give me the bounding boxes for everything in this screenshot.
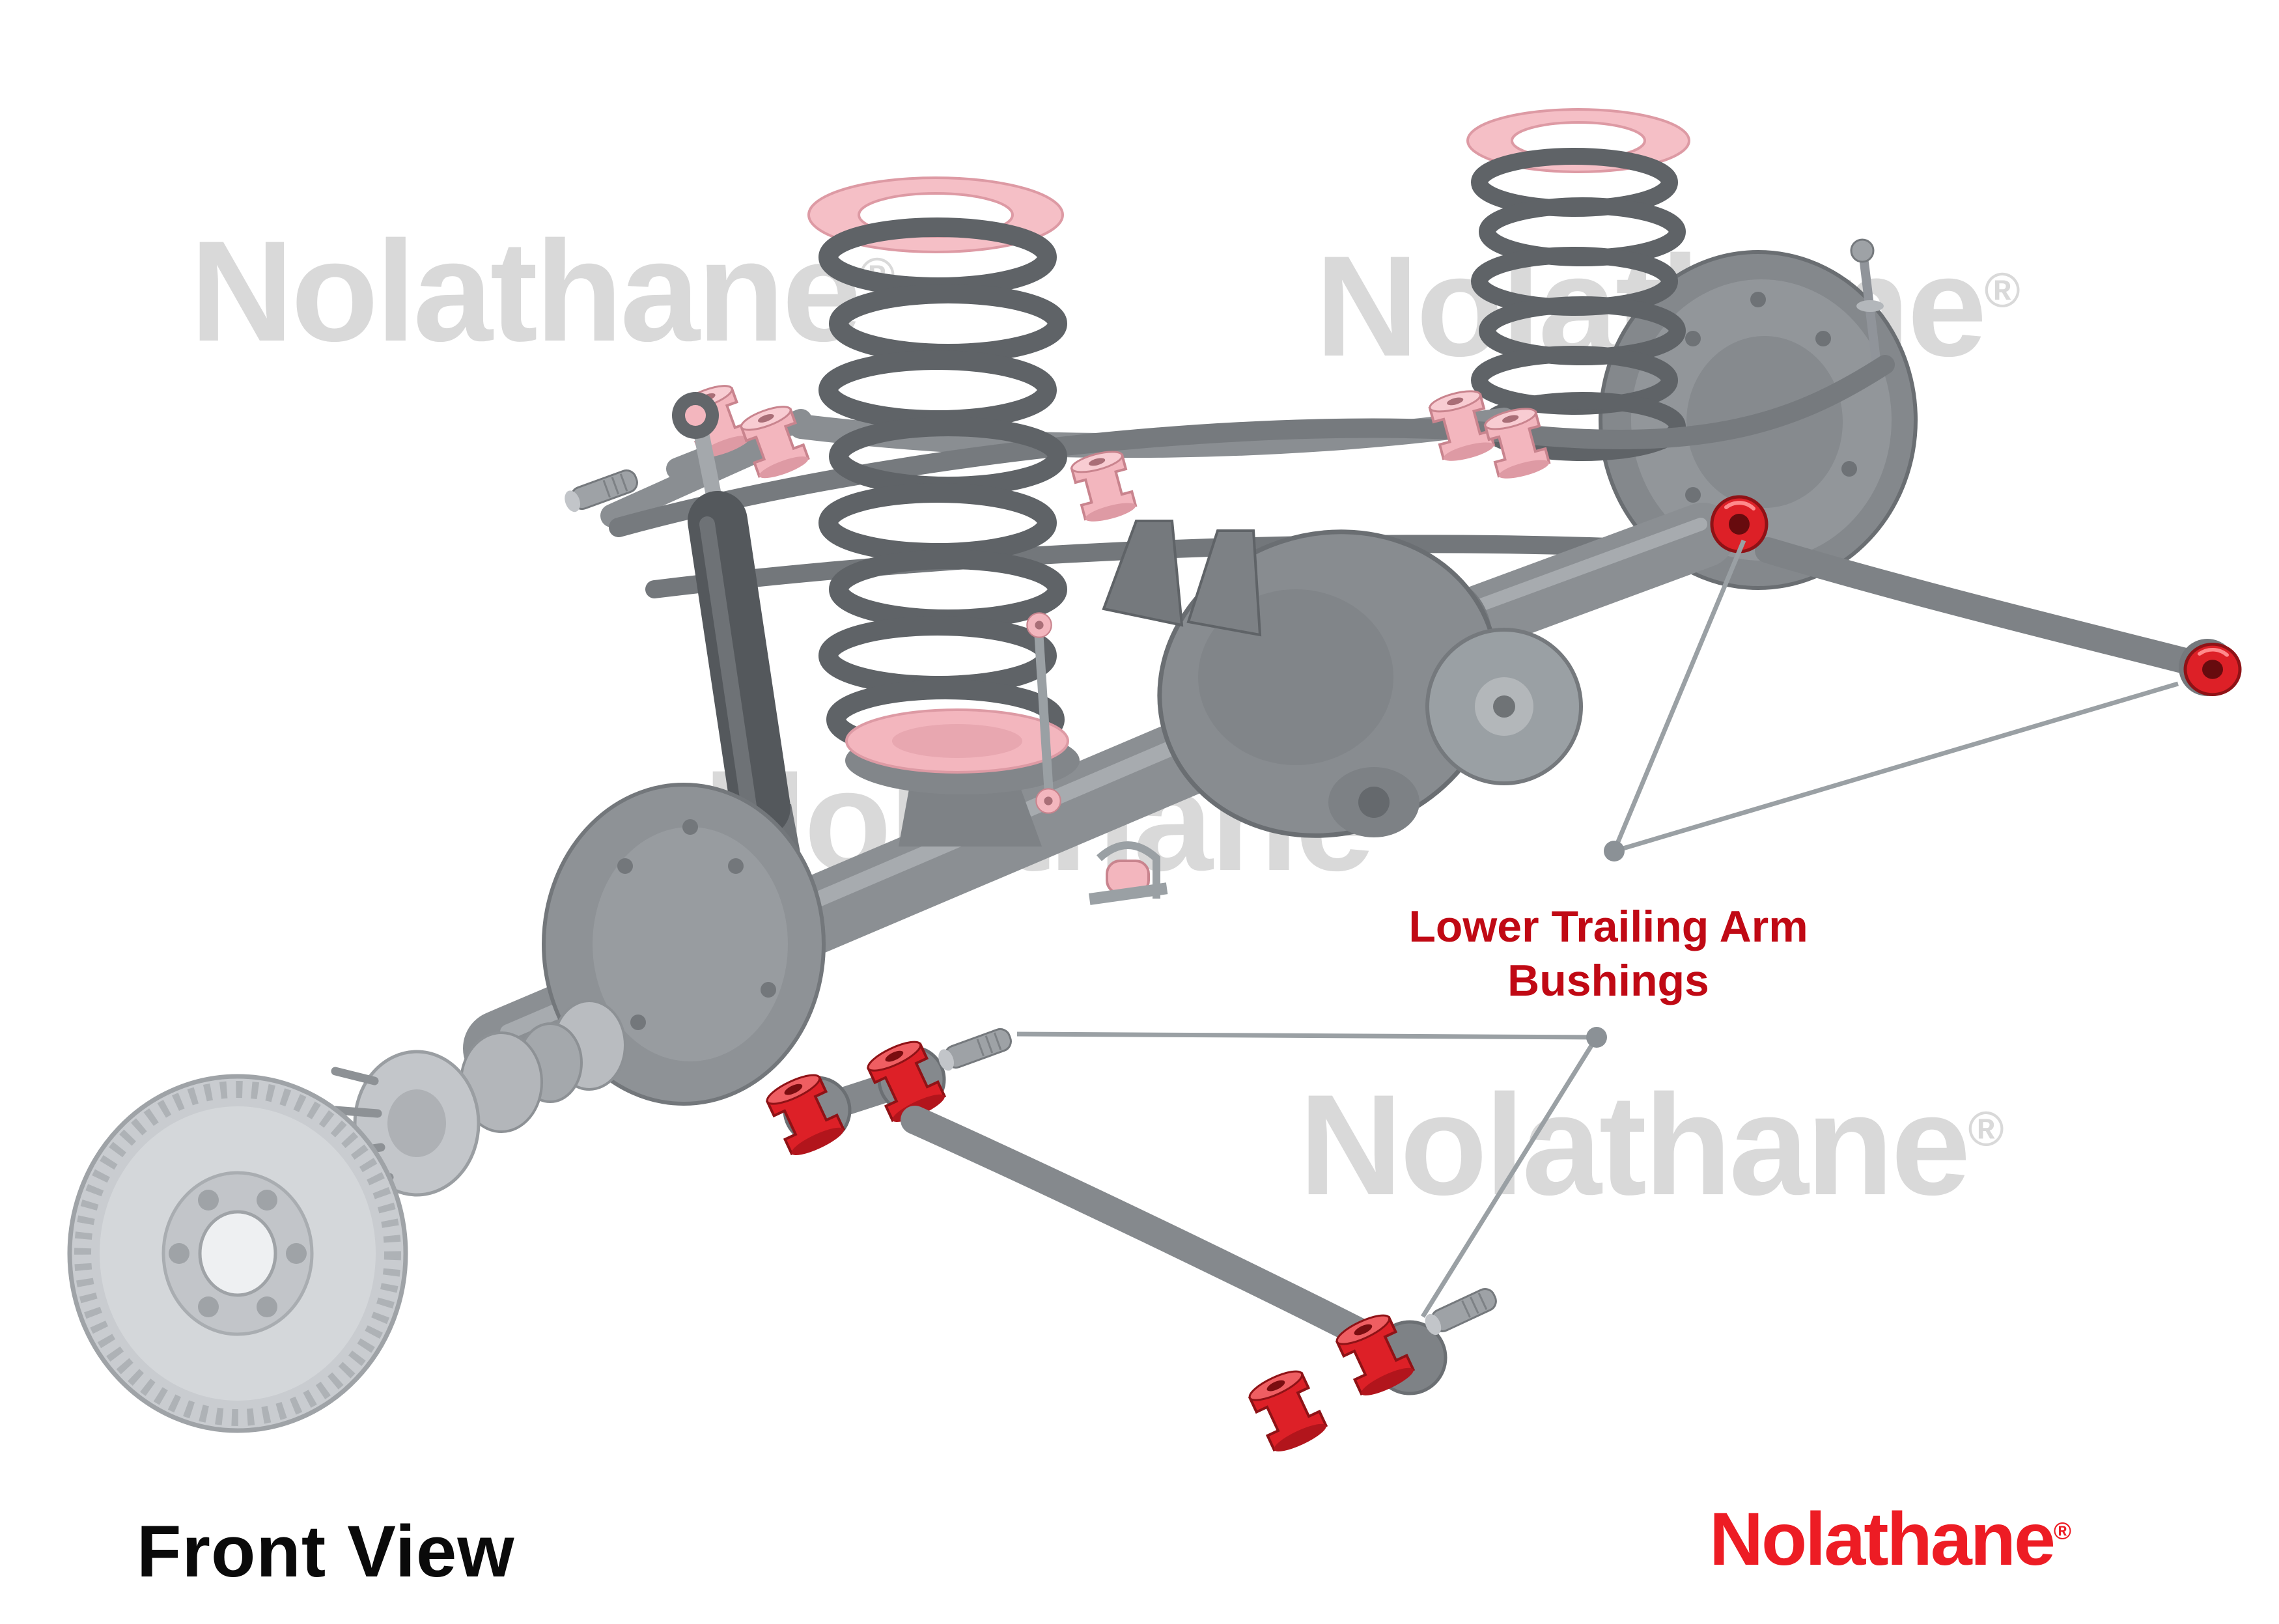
registered-mark: ®: [1968, 1101, 2004, 1156]
stabilizer-end-link-right: [1850, 238, 1884, 365]
shock-bushing-pink: [685, 405, 706, 426]
mounting-pin: [934, 1025, 1015, 1074]
bolt: [1841, 461, 1857, 477]
stabilizer-link-center: [1026, 612, 1061, 814]
part-callout-line2: Bushings: [1507, 955, 1709, 1005]
bolt: [1815, 331, 1831, 346]
link-bushing-pink: [1035, 788, 1061, 814]
callout-dot: [1604, 841, 1625, 861]
callout-dot: [1586, 1027, 1607, 1048]
lug-hole: [257, 1296, 277, 1317]
trailing-arm-bushing-red: [2185, 644, 2240, 694]
watermark-top-left: Nolathane®: [190, 219, 895, 363]
bolt: [1750, 292, 1766, 307]
wheel-stud: [331, 1106, 382, 1118]
trailing-arm-bushing-red: [1712, 497, 1767, 552]
callout-line: [1016, 1031, 1597, 1040]
rotor-center-bore: [198, 1210, 277, 1297]
sway-bar-clamp: [1089, 841, 1168, 905]
bolt: [1685, 331, 1701, 346]
trailing-arm-bushing-red: [1245, 1364, 1331, 1458]
lug-hole: [286, 1243, 307, 1264]
watermark-text: Nolathane: [1299, 1065, 1970, 1225]
control-arm-bushing-pink: [1068, 446, 1139, 527]
coil-spring-left: [807, 176, 1080, 794]
coil-spring-right: [1466, 108, 1691, 461]
part-callout-label: Lower Trailing Arm Bushings: [1185, 900, 2032, 1008]
brand-logo: Nolathane®: [1709, 1496, 2071, 1582]
brand-logo-text: Nolathane: [1709, 1498, 2056, 1581]
registered-mark: ®: [1984, 262, 2020, 318]
lug-hole: [169, 1243, 189, 1264]
callout-line: [1421, 1036, 1599, 1318]
callout-leaders: [1016, 539, 2179, 1318]
watermark-bottom-right: Nolathane®: [1299, 1073, 2004, 1216]
bolt: [1685, 487, 1701, 503]
lug-hole: [198, 1296, 219, 1317]
wheel-hub: [331, 1000, 626, 1197]
wheel-stud: [331, 1067, 379, 1085]
part-callout-line1: Lower Trailing Arm: [1408, 902, 1808, 951]
lug-hole: [257, 1190, 277, 1211]
registered-mark: ®: [2053, 1517, 2071, 1545]
lower-trailing-arm-right: [901, 1106, 1500, 1458]
callout-line: [1614, 681, 2179, 854]
mounting-pin: [1421, 1285, 1500, 1339]
rotor-vent-vanes: [74, 1081, 401, 1426]
view-caption: Front View: [137, 1511, 515, 1592]
callout-line: [1612, 539, 1746, 852]
watermark-text: Nolathane: [190, 211, 861, 371]
link-bushing-pink: [1026, 612, 1052, 638]
lug-hole: [198, 1190, 219, 1211]
lower-trailing-arm-left: [762, 1025, 1015, 1162]
brake-rotor: [67, 1074, 408, 1433]
upper-trailing-arm-right: [1712, 497, 2240, 696]
